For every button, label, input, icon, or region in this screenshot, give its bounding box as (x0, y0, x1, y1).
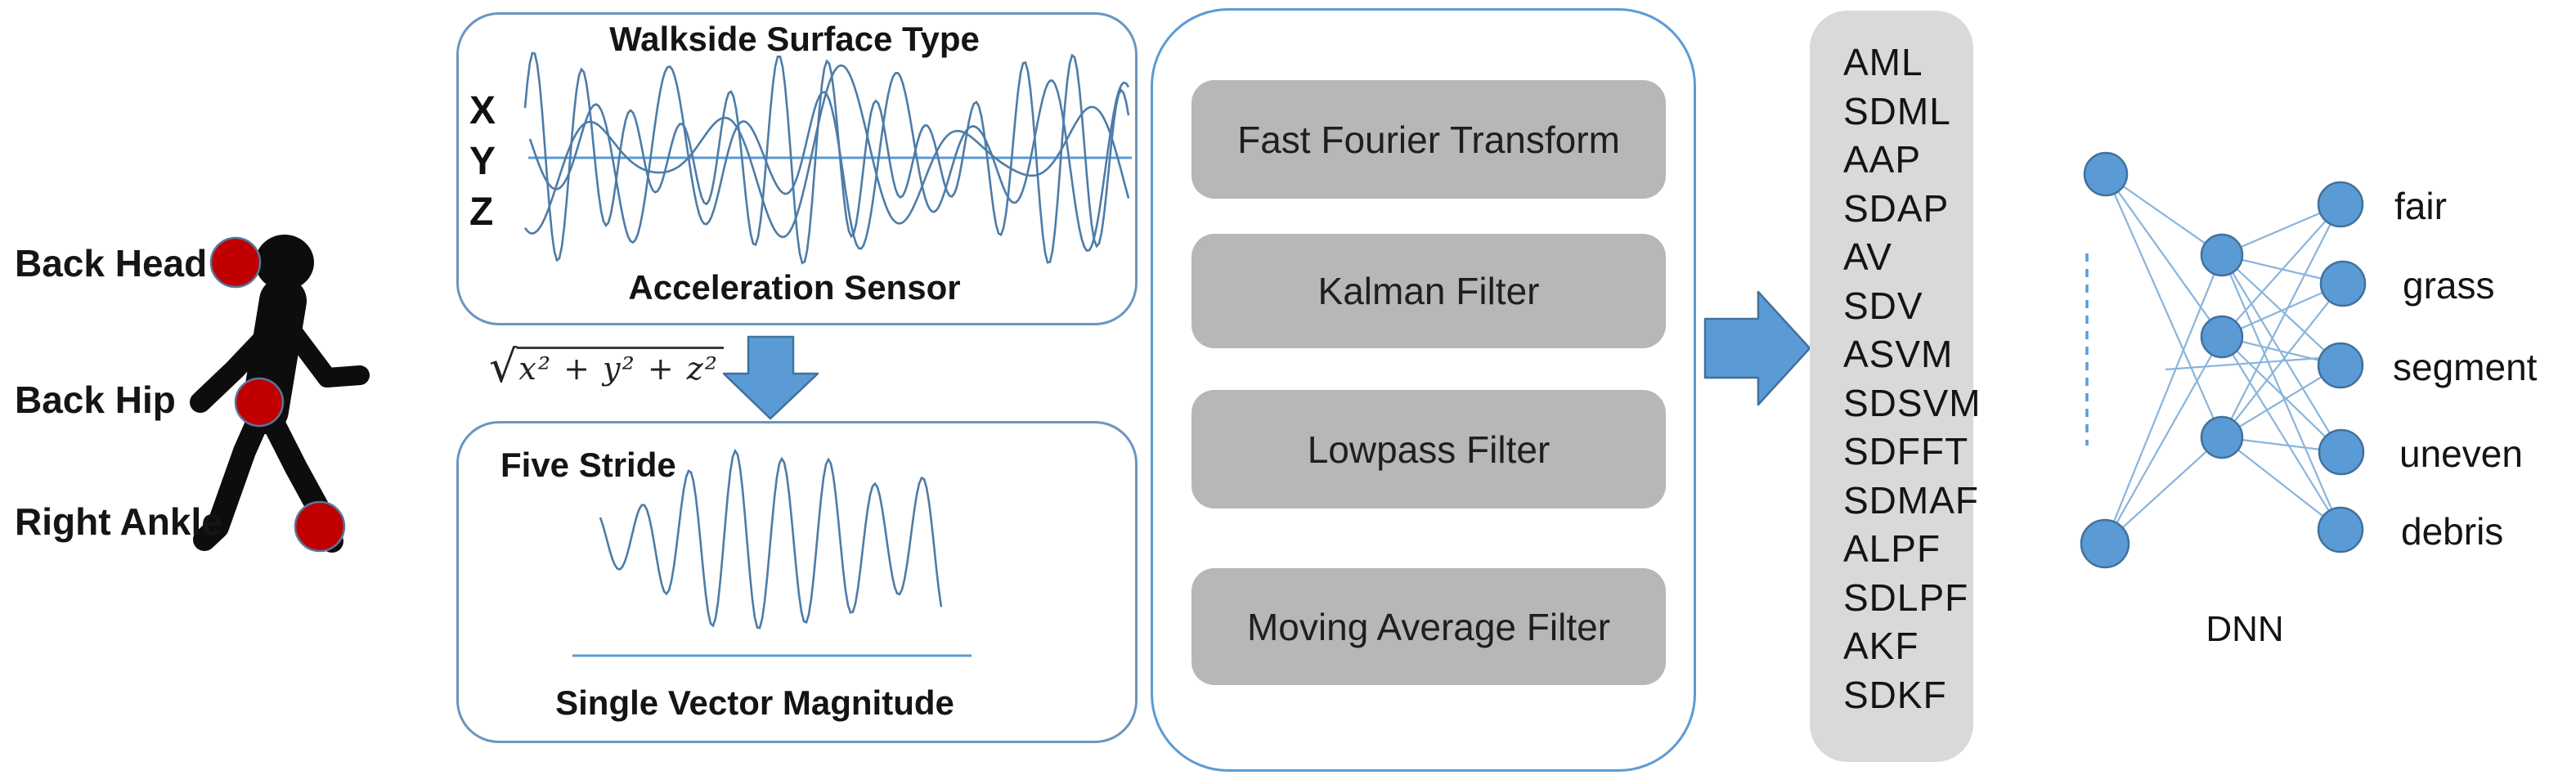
label-back-head: Back Head (15, 242, 208, 284)
signal-z (523, 64, 1130, 239)
label-back-hip: Back Hip (15, 379, 176, 421)
feature-alpf: ALPF (1843, 527, 1941, 570)
nn-hidden-node (2200, 315, 2244, 359)
feature-sdml: SDML (1843, 89, 1951, 132)
stride-box (456, 421, 1138, 743)
label-right-ankle: Right Ankle (15, 500, 222, 543)
feature-sdmaf: SDMAF (1843, 478, 1979, 522)
vector-magnitude-formula: √x² + y² + z² (489, 341, 725, 392)
nn-output-node (2318, 428, 2365, 476)
feature-sdfft: SDFFT (1843, 430, 1969, 473)
radical-sign: √ (489, 341, 518, 392)
nn-hidden-node (2200, 415, 2244, 459)
feature-av: AV (1843, 235, 1892, 278)
nn-input-node (2083, 151, 2129, 197)
output-label-debris: debris (2401, 510, 2504, 553)
feature-list-box (1810, 11, 1973, 762)
down-arrow (722, 335, 819, 420)
nn-hidden-node (2200, 233, 2244, 277)
nn-edge (2220, 254, 2342, 531)
output-label-grass: grass (2403, 264, 2495, 307)
person-front-arm (190, 310, 292, 413)
nn-edge (2104, 437, 2223, 544)
nn-edge (2104, 336, 2223, 544)
marker-back-head (209, 236, 262, 289)
feature-sdv: SDV (1843, 284, 1923, 327)
nn-output-node (2317, 181, 2364, 228)
person-back-arm (278, 316, 370, 388)
svm-signal (599, 448, 943, 629)
radicand: x² + y² + z² (517, 347, 725, 387)
acquisition-box-caption: Acceleration Sensor (628, 268, 961, 307)
nn-edge (2221, 254, 2342, 453)
feature-akf: AKF (1843, 625, 1919, 667)
filter-lowpass: Lowpass Filter (1192, 390, 1666, 508)
nn-output-node (2319, 260, 2367, 307)
dnn-title: DNN (2206, 609, 2284, 649)
axis-label-x: X (469, 89, 496, 132)
acquisition-box-title: Walkside Surface Type (609, 20, 980, 58)
nn-output-node (2317, 342, 2364, 389)
person-front-leg (193, 397, 275, 551)
filter-moving-average: Moving Average Filter (1192, 568, 1666, 685)
nn-edge (2221, 437, 2341, 531)
nn-edge (2221, 365, 2341, 438)
output-label-uneven: uneven (2399, 432, 2523, 475)
signal-y (528, 65, 1130, 253)
feature-sdap: SDAP (1843, 186, 1950, 230)
axis-label-z: Z (469, 190, 494, 234)
acquisition-box (456, 12, 1138, 325)
person-head (255, 235, 314, 290)
filter-fft: Fast Fourier Transform (1192, 80, 1666, 199)
feature-sdkf: SDKF (1843, 673, 1947, 716)
axis-label-y: Y (469, 140, 496, 183)
feature-sdlpf: SDLPF (1843, 576, 1969, 619)
nn-input-node (2080, 518, 2130, 569)
nn-output-node (2317, 506, 2364, 553)
nn-edge (2105, 173, 2223, 338)
stride-box-title: Five Stride (500, 446, 676, 484)
feature-aml: AML (1843, 41, 1923, 83)
feature-list: AML SDML AAP SDAP AV SDV ASVM SDSVM SDFF… (1843, 38, 1981, 719)
nn-edge (2221, 336, 2342, 453)
signal-x (523, 52, 1130, 265)
nn-edge (2221, 336, 2341, 531)
marker-right-ankle (294, 500, 346, 553)
nn-edge (2103, 254, 2224, 544)
feature-asvm: ASVM (1843, 333, 1954, 375)
nn-edge (2105, 173, 2223, 256)
stride-box-caption: Single Vector Magnitude (555, 683, 954, 722)
right-arrow (1703, 290, 1811, 406)
feature-sdsvm: SDSVM (1843, 381, 1981, 424)
nn-edge (2165, 356, 2331, 371)
nn-edge (2104, 173, 2224, 438)
output-label-segment: segment (2393, 346, 2538, 388)
feature-aap: AAP (1843, 138, 1922, 181)
nn-edge (2221, 204, 2341, 338)
nn-edge (2221, 204, 2341, 438)
output-label-fair: fair (2394, 185, 2447, 227)
filter-kalman: Kalman Filter (1192, 234, 1666, 348)
marker-back-hip (234, 377, 285, 428)
